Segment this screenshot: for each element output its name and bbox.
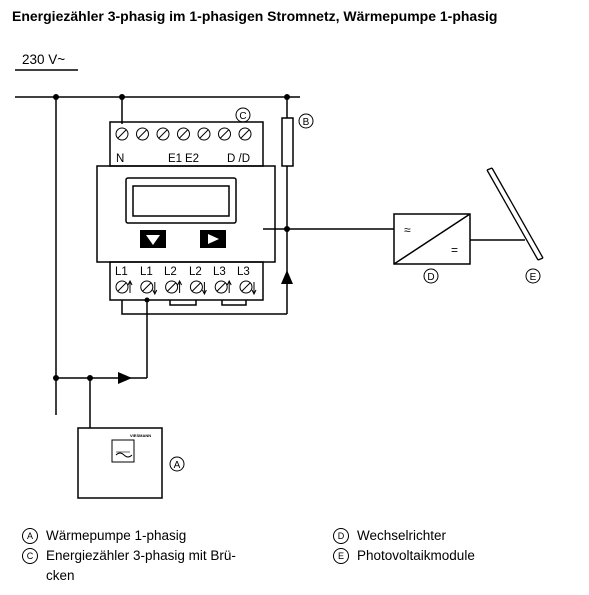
- junction-dot: [87, 375, 93, 381]
- legend-item-c: C Energiezähler 3-phasig mit Brü- cken: [22, 546, 312, 586]
- top-terminal-screw: [197, 127, 211, 141]
- legend-text-c: Energiezähler 3-phasig mit Brü- cken: [46, 548, 236, 583]
- heatpump-brand: VIESMANN: [130, 433, 151, 438]
- meter-label-e2: E2: [185, 153, 199, 165]
- legend-text-d: Wechselrichter: [357, 528, 447, 543]
- meter-display: [125, 177, 237, 224]
- legend-badge-c: C: [22, 548, 38, 564]
- top-terminal-screw: [136, 127, 149, 141]
- bottom-terminal-screw: [165, 280, 179, 294]
- bottom-terminal-screw: [239, 280, 253, 294]
- meter-label-l1b: L1: [140, 266, 153, 278]
- marker-c: C: [239, 111, 246, 122]
- marker-c-circle: [235, 107, 251, 123]
- terminal-arrow-up: [226, 279, 232, 286]
- meter-bottom-block: [109, 261, 264, 301]
- heatpump-icon: [111, 439, 135, 463]
- pv-module-e: [486, 169, 539, 261]
- marker-b: B: [303, 117, 310, 128]
- meter-label-e1: E1: [168, 153, 182, 165]
- junction-dot: [119, 94, 125, 100]
- flow-arrow-up: [281, 270, 293, 284]
- legend-text-e: Photovoltaikmodule: [357, 548, 475, 563]
- legend-item-d: D Wechselrichter: [333, 526, 573, 546]
- junction-dot: [284, 226, 290, 232]
- legend-left: A Wärmepumpe 1-phasig C Energiezähler 3-…: [22, 526, 312, 586]
- marker-d: D: [427, 272, 434, 283]
- terminal-arrow-up: [127, 279, 133, 286]
- meter-label-l3a: L3: [213, 266, 226, 278]
- legend-item-a: A Wärmepumpe 1-phasig: [22, 526, 312, 546]
- meter-label-l1a: L1: [115, 266, 128, 278]
- flow-arrow-right: [118, 372, 132, 384]
- top-terminal-screw: [218, 127, 231, 141]
- junction-dot: [144, 297, 150, 303]
- junction-dot: [53, 94, 59, 100]
- legend-text-a: Wärmepumpe 1-phasig: [46, 528, 187, 543]
- diagram-title: Energiezähler 3-phasig im 1-phasigen Str…: [12, 8, 498, 24]
- terminal-arrow-down: [201, 289, 207, 296]
- top-terminal-screw: [177, 127, 190, 141]
- bottom-terminal-screw: [115, 280, 129, 294]
- top-terminal-screw: [156, 127, 170, 141]
- inverter-dc-symbol: =: [451, 243, 458, 257]
- meter-label-l3b: L3: [237, 266, 250, 278]
- meter-label-d: D /D: [227, 153, 250, 165]
- terminal-arrow-up: [177, 279, 183, 286]
- marker-e-circle: [525, 268, 541, 284]
- top-terminal-screw: [238, 127, 252, 141]
- legend-item-e: E Photovoltaikmodule: [333, 546, 573, 566]
- legend-badge-d: D: [333, 528, 349, 544]
- bridge-l3: [221, 300, 247, 306]
- bottom-terminal-screw: [189, 280, 203, 294]
- junction-dot: [53, 375, 59, 381]
- legend-badge-a: A: [22, 528, 38, 544]
- heatpump-a-box: [77, 427, 163, 499]
- terminal-arrow-down: [152, 289, 158, 296]
- marker-a-circle: [169, 456, 185, 472]
- legend-right: D Wechselrichter E Photovoltaikmodule: [333, 526, 573, 566]
- supply-voltage-label: 230 V~: [22, 52, 65, 67]
- marker-b-circle: [298, 113, 314, 129]
- fuse-b: [281, 117, 294, 167]
- marker-d-circle: [423, 268, 439, 284]
- bridge-l2: [169, 300, 197, 306]
- meter-label-l2b: L2: [189, 266, 202, 278]
- bottom-terminal-screw: [140, 280, 154, 294]
- inverter-d-box: [393, 213, 471, 265]
- meter-label-l2a: L2: [164, 266, 177, 278]
- bottom-terminal-screw: [214, 280, 228, 294]
- meter-display-inner: [132, 185, 230, 217]
- terminal-arrow-down: [251, 289, 257, 296]
- meter-label-n: N: [116, 153, 124, 165]
- marker-a: A: [174, 460, 181, 471]
- meter-main-block: [96, 165, 276, 263]
- meter-return-wire: [121, 300, 287, 315]
- inverter-ac-symbol: ≈: [404, 223, 411, 237]
- legend-badge-e: E: [333, 548, 349, 564]
- marker-e: E: [530, 272, 537, 283]
- junction-dot: [284, 94, 290, 100]
- top-terminal-screw: [115, 127, 129, 141]
